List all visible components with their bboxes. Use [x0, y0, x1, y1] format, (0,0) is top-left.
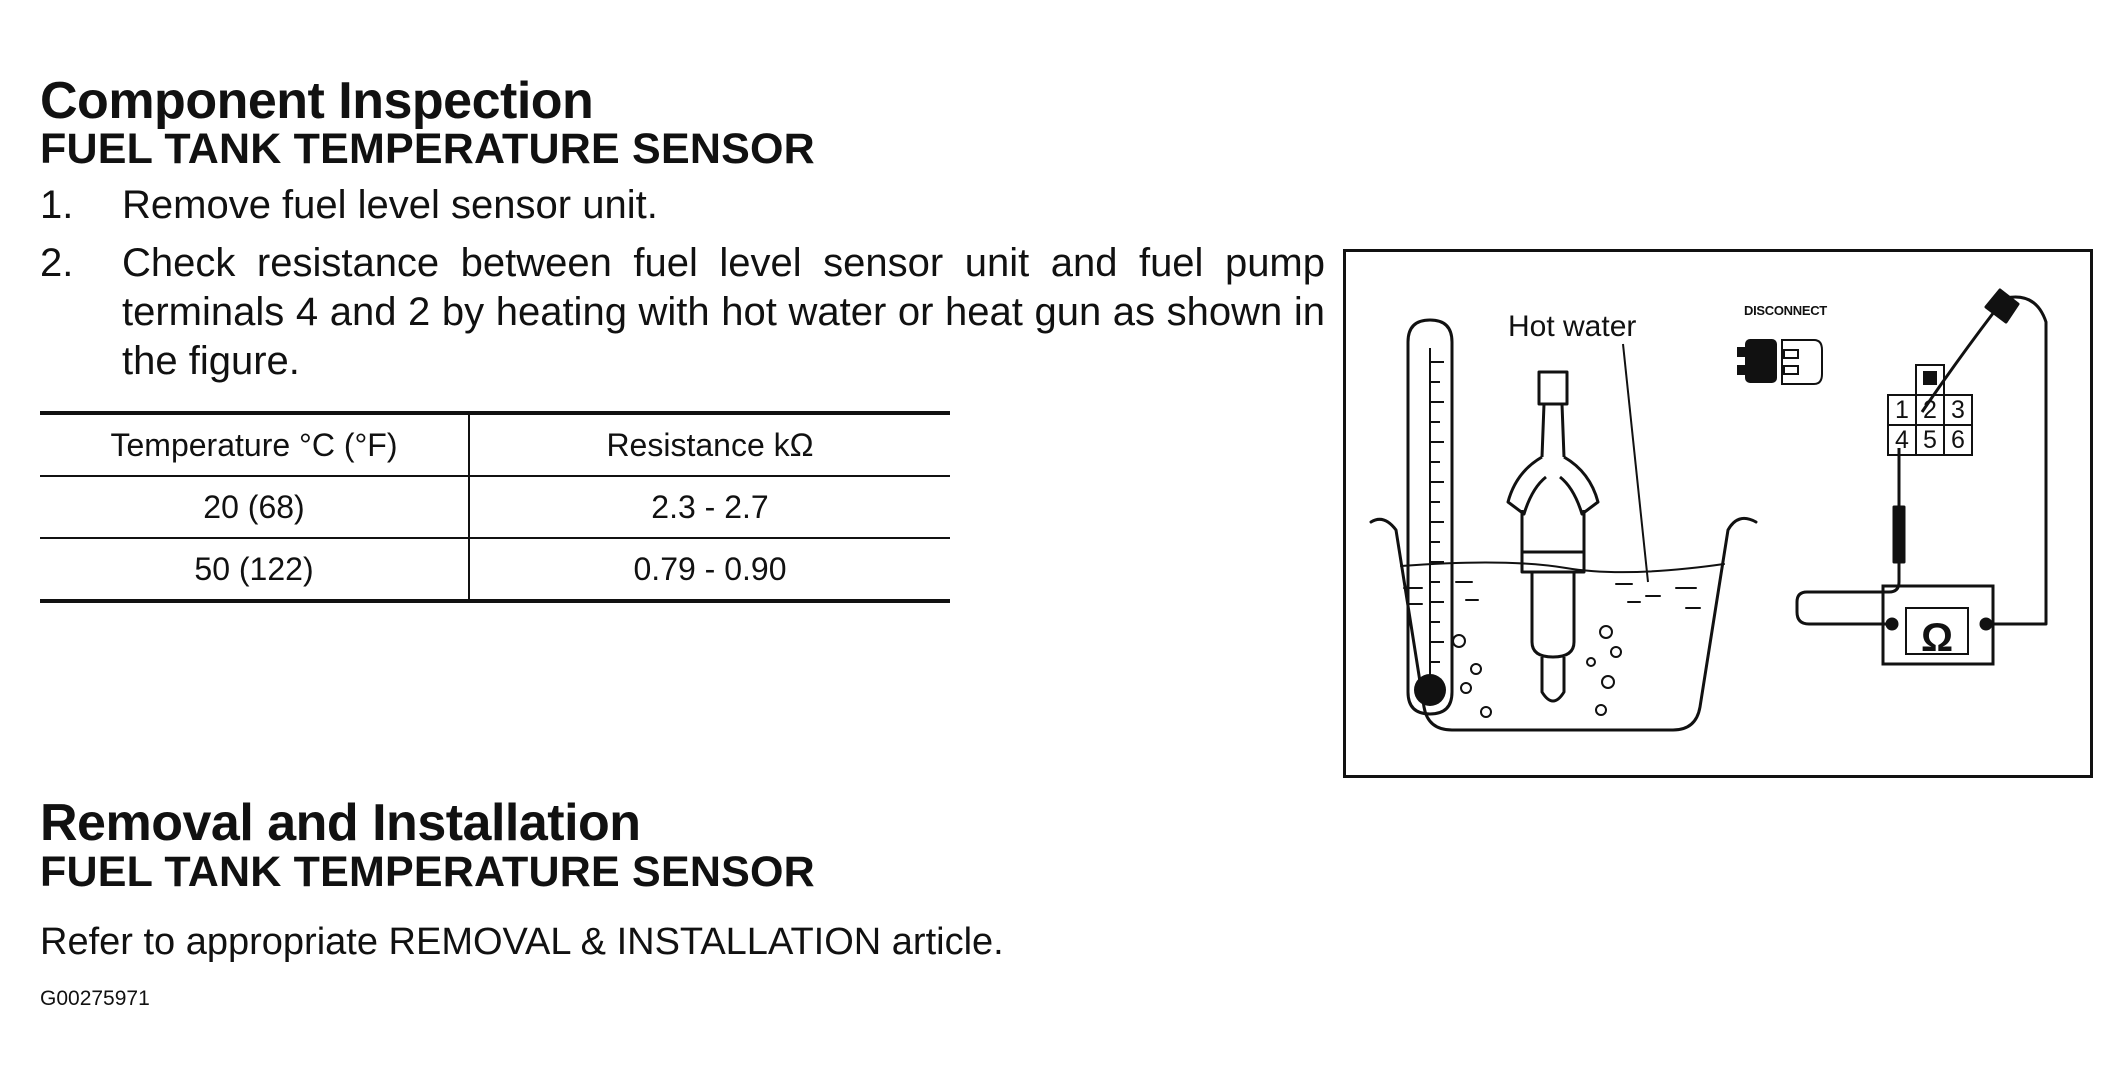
hot-water-label: Hot water	[1508, 310, 1637, 343]
section-subheading-inspection: FUEL TANK TEMPERATURE SENSOR	[40, 125, 815, 173]
step-item: 2. Check resistance between fuel level s…	[40, 239, 1325, 386]
connector-pin: 3	[1951, 396, 1965, 424]
section-subheading-removal: FUEL TANK TEMPERATURE SENSOR	[40, 848, 815, 896]
step-item: 1. Remove fuel level sensor unit.	[40, 181, 1325, 230]
step-number: 2.	[40, 241, 74, 285]
ohmmeter-icon	[1881, 584, 1995, 666]
hot-water-leader	[1622, 343, 1649, 583]
water-dashes	[1403, 581, 1701, 609]
bubbles	[1452, 625, 1622, 718]
figure-drawing	[1369, 288, 2048, 732]
connector-pin-grid	[1887, 364, 1973, 456]
column-header-resistance: Resistance kΩ	[606, 426, 814, 463]
beaker-outline	[1369, 516, 1758, 732]
resistance-cell: 2.3 - 2.7	[651, 488, 769, 525]
column-header-temperature: Temperature °C (°F)	[40, 413, 470, 476]
removal-note: Refer to appropriate REMOVAL & INSTALLAT…	[40, 921, 1004, 963]
document-code: G00275971	[40, 987, 150, 1010]
step-text: Check resistance between fuel level sens…	[122, 241, 1325, 383]
table-header-row: Temperature °C (°F) Resistance kΩ	[40, 413, 950, 476]
sensor-unit-icon	[1506, 370, 1600, 703]
probe-leads	[1795, 288, 2048, 626]
table-row: 20 (68) 2.3 - 2.7	[40, 476, 950, 538]
table-row: 50 (122) 0.79 - 0.90	[40, 538, 950, 601]
disconnect-connector-icon	[1737, 339, 1823, 385]
resistance-spec-table: Temperature °C (°F) Resistance kΩ 20 (68…	[40, 411, 950, 603]
connector-pin: 4	[1895, 426, 1909, 454]
disconnect-label: DISCONNECT	[1744, 303, 1827, 318]
connector-pin: 2	[1923, 396, 1937, 424]
section-heading-inspection: Component Inspection	[40, 72, 594, 130]
step-text: Remove fuel level sensor unit.	[122, 183, 658, 227]
thermometer-icon	[1406, 318, 1454, 716]
resistance-cell: 0.79 - 0.90	[633, 550, 787, 587]
connector-pin: 1	[1895, 396, 1909, 424]
water-surface	[1400, 561, 1725, 574]
inspection-figure: Hot water DISCONNECT 1 2 3 4 5 6 Ω	[1343, 249, 2093, 778]
temperature-cell: 50 (122)	[40, 538, 470, 601]
section-heading-removal: Removal and Installation	[40, 794, 641, 852]
connector-pin: 5	[1923, 426, 1937, 454]
step-number: 1.	[40, 183, 74, 227]
connector-pin: 6	[1951, 426, 1965, 454]
ohmmeter-symbol: Ω	[1920, 616, 1954, 660]
temperature-cell: 20 (68)	[40, 476, 470, 538]
